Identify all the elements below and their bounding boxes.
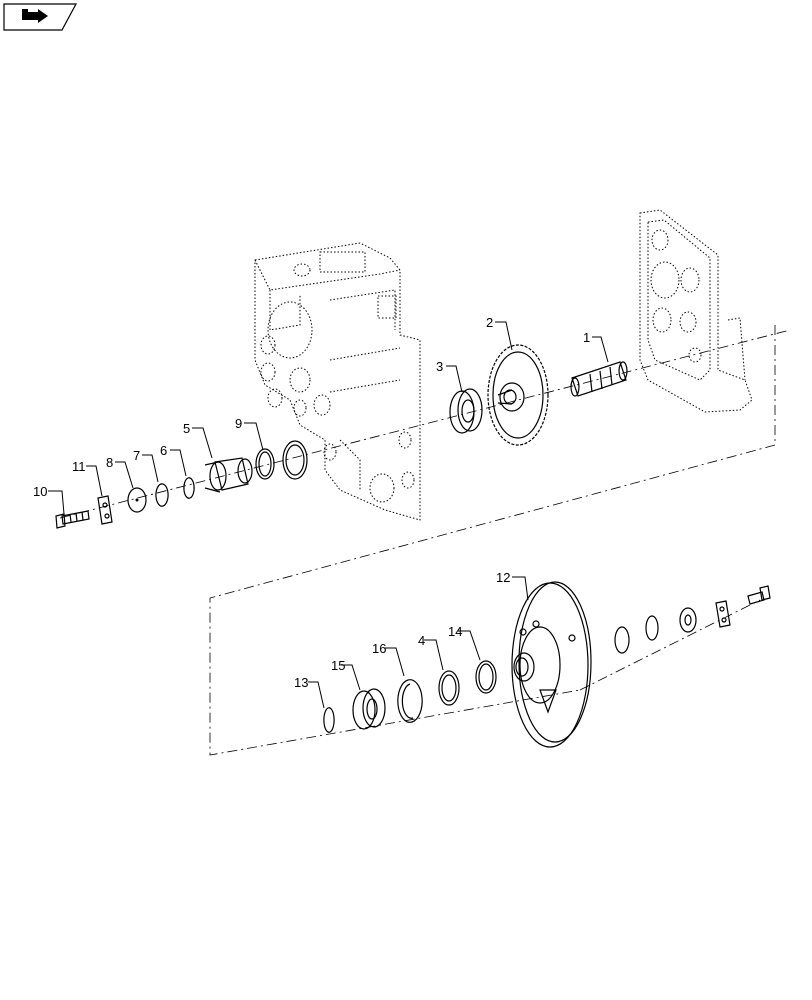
part-right-ring-a (614, 626, 630, 654)
callout-10: 10 (33, 484, 47, 499)
part-coupler (204, 457, 253, 493)
part-bearing-15 (352, 688, 386, 730)
callout-16: 16 (372, 641, 386, 656)
callout-11: 11 (72, 459, 86, 474)
part-shaft (570, 361, 628, 397)
rear-cover-plate (639, 209, 753, 413)
part-bushing (282, 440, 308, 480)
part-bolt (55, 510, 90, 529)
part-gear (487, 344, 549, 446)
callout-8: 8 (106, 455, 113, 470)
part-snap-ring-16 (397, 679, 423, 723)
callout-2: 2 (486, 315, 493, 330)
transmission-housing (254, 242, 421, 521)
callout-4: 4 (418, 633, 425, 648)
callout-7: 7 (133, 448, 140, 463)
part-snap-ring-6 (183, 477, 195, 499)
part-cover-disc (511, 581, 592, 748)
callout-15: 15 (331, 658, 345, 673)
next-page-arrow-icon (22, 9, 48, 23)
part-washer (127, 487, 147, 513)
callout-1: 1 (583, 330, 590, 345)
assembly-axis-line (59, 325, 791, 756)
callout-9: 9 (235, 416, 242, 431)
callout-13: 13 (294, 675, 308, 690)
part-snap-ring-9 (255, 448, 275, 480)
part-snap-ring-7 (155, 483, 169, 507)
part-lock-plate (97, 495, 113, 525)
callout-5: 5 (183, 421, 190, 436)
part-right-washer (679, 607, 697, 633)
part-bearing (449, 388, 483, 434)
part-snap-ring-13 (323, 707, 335, 733)
part-right-ring-b (645, 615, 659, 641)
part-ring-4 (438, 670, 460, 706)
callout-6: 6 (160, 443, 167, 458)
part-right-lock-plate (715, 600, 731, 628)
callout-14: 14 (448, 624, 462, 639)
callout-3: 3 (436, 359, 443, 374)
leader-lines (48, 321, 609, 709)
part-right-bolt (747, 585, 771, 605)
callout-12: 12 (496, 570, 510, 585)
next-page-button[interactable] (3, 3, 78, 31)
callout-labels: 1 2 3 4 5 6 7 8 9 10 11 12 13 14 15 16 (33, 315, 590, 690)
part-ring-14 (475, 660, 497, 694)
